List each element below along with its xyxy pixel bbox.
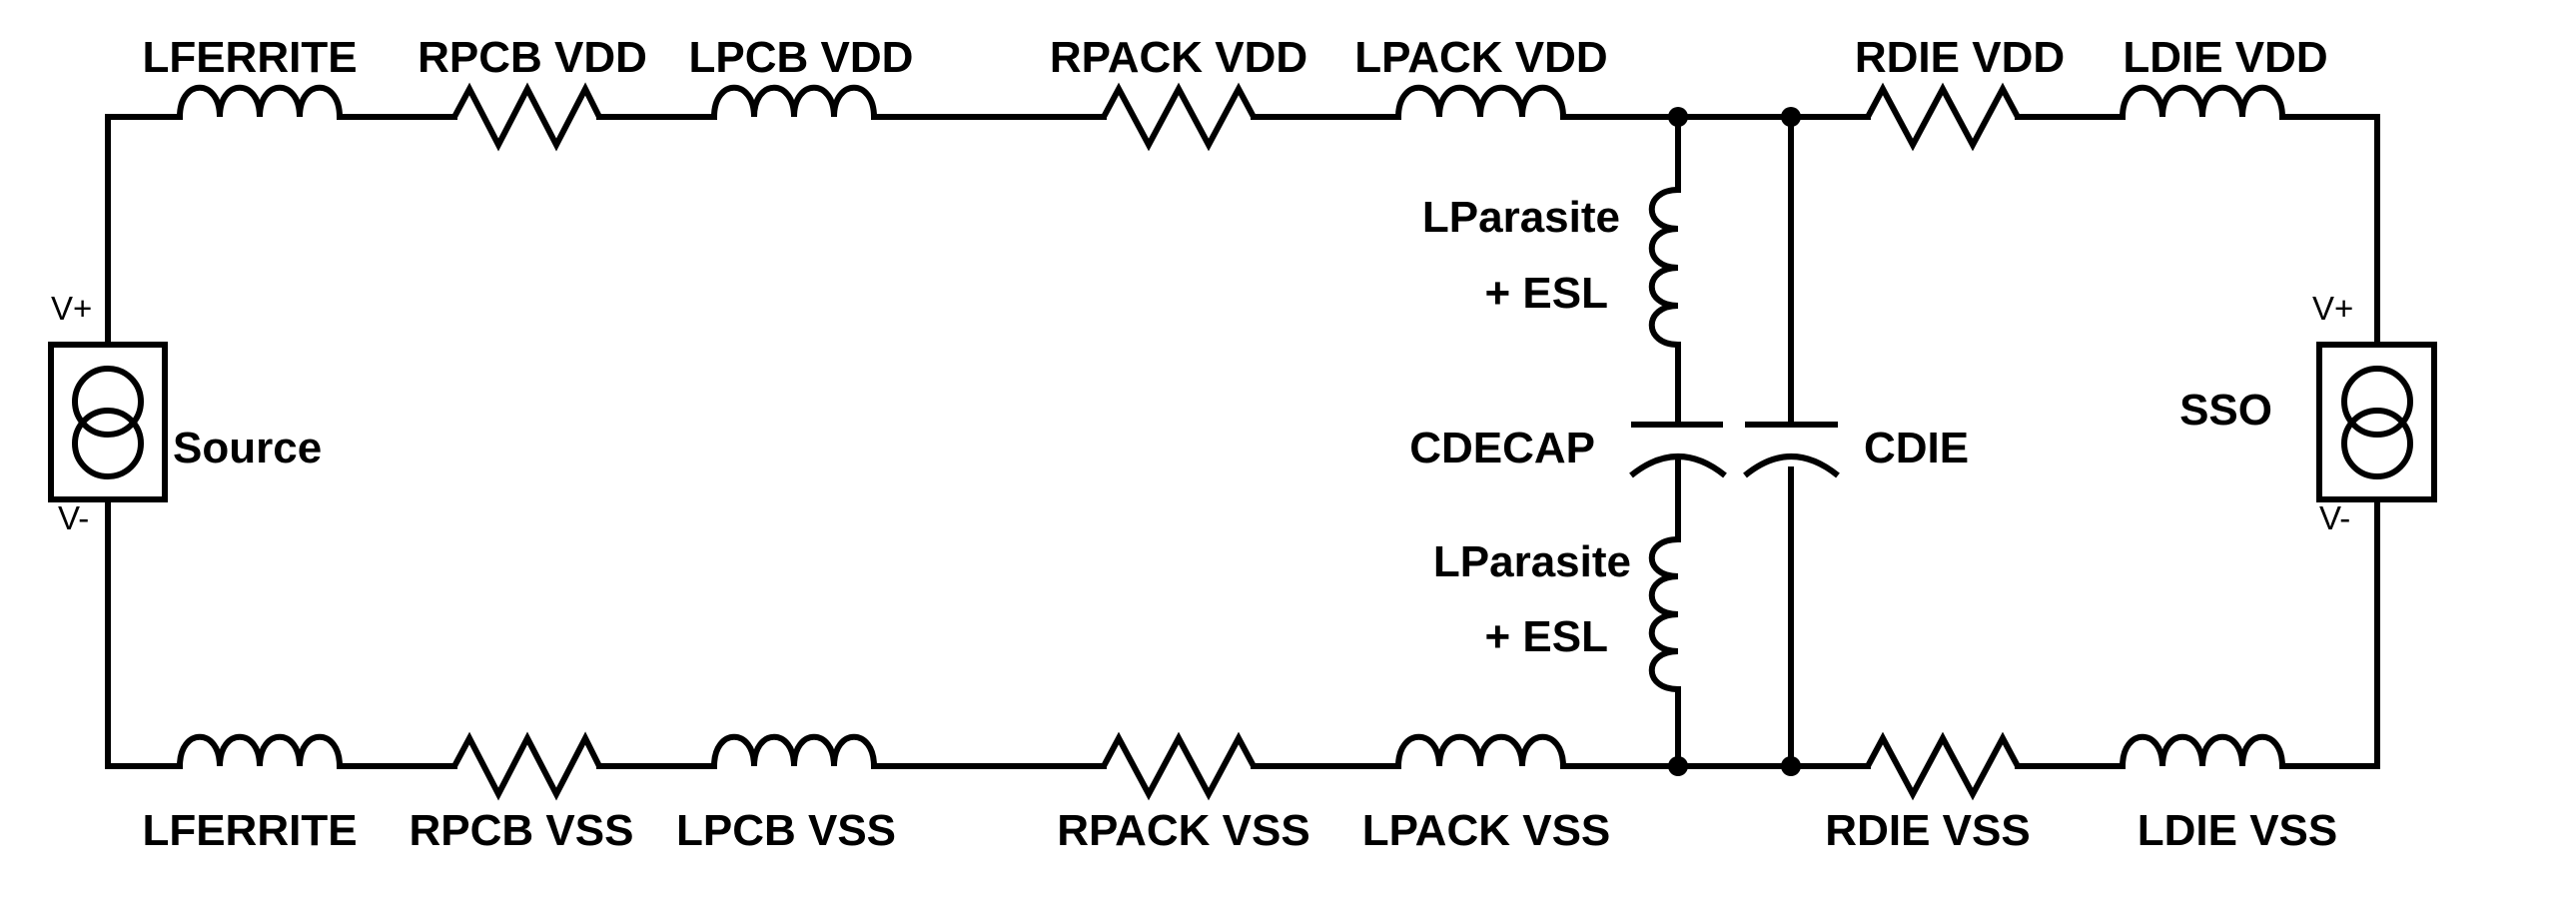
component-labels: LFERRITE RPCB VDD LPCB VDD RPACK VDD LPA… — [51, 33, 2353, 855]
inductor-top-lferrite — [177, 84, 343, 118]
label-sso-vplus: V+ — [2312, 290, 2353, 327]
label-rpack-vdd: RPACK VDD — [1050, 33, 1307, 82]
inductor-lpcb-vss — [711, 733, 877, 767]
wires — [105, 114, 2380, 769]
label-lpack-vss: LPACK VSS — [1362, 806, 1611, 855]
inductor-ldie-vdd — [2120, 84, 2285, 118]
current-source — [48, 342, 168, 502]
sso-source — [2316, 342, 2437, 502]
label-rdie-vss: RDIE VSS — [1825, 806, 2030, 855]
capacitor-cdie — [1743, 422, 1840, 478]
label-esl-top: + ESL — [1485, 269, 1609, 318]
label-ldie-vss: LDIE VSS — [2138, 806, 2338, 855]
capacitor-cdecap — [1629, 422, 1727, 509]
label-bottom-lferrite: LFERRITE — [142, 806, 357, 855]
label-rpcb-vdd: RPCB VDD — [418, 33, 647, 82]
label-lparasite-top: LParasite — [1422, 193, 1620, 242]
node-top-cdie — [1781, 107, 1801, 127]
label-source: Source — [173, 424, 322, 472]
node-bottom-cdie — [1781, 756, 1801, 776]
label-lparasite-bottom: LParasite — [1433, 537, 1631, 586]
inductor-lpack-vdd — [1395, 84, 1566, 118]
label-sso-vminus: V- — [2319, 499, 2350, 536]
label-rdie-vdd: RDIE VDD — [1855, 33, 2065, 82]
inductor-lpack-vss — [1395, 733, 1566, 767]
label-lpcb-vss: LPCB VSS — [676, 806, 896, 855]
resistor-rpcb-vdd — [451, 82, 602, 152]
label-rpack-vss: RPACK VSS — [1057, 806, 1309, 855]
label-source-vplus: V+ — [51, 290, 92, 327]
inductor-bottom-lferrite — [177, 733, 343, 767]
inductor-lparasite-top — [1648, 187, 1679, 348]
label-lpcb-vdd: LPCB VDD — [689, 33, 914, 82]
inductor-lpcb-vdd — [711, 84, 877, 118]
resistor-rdie-vdd — [1865, 82, 2021, 152]
resistor-rdie-vss — [1865, 731, 2021, 801]
inductor-lparasite-bottom — [1648, 536, 1679, 692]
label-sso: SSO — [2179, 386, 2272, 435]
inductor-ldie-vss — [2120, 733, 2285, 767]
resistor-rpack-vdd — [1101, 82, 1257, 152]
resistor-rpack-vss — [1101, 731, 1257, 801]
label-cdie: CDIE — [1864, 424, 1969, 472]
node-bottom-decap — [1668, 756, 1688, 776]
node-top-decap — [1668, 107, 1688, 127]
label-lpack-vdd: LPACK VDD — [1354, 33, 1607, 82]
resistor-rpcb-vss — [451, 731, 602, 801]
label-source-vminus: V- — [58, 499, 89, 536]
junction-nodes — [1668, 107, 1801, 776]
label-top-lferrite: LFERRITE — [142, 33, 357, 82]
label-cdecap: CDECAP — [1409, 424, 1595, 472]
label-ldie-vdd: LDIE VDD — [2123, 33, 2327, 82]
label-esl-bottom: + ESL — [1485, 612, 1609, 661]
label-rpcb-vss: RPCB VSS — [410, 806, 634, 855]
